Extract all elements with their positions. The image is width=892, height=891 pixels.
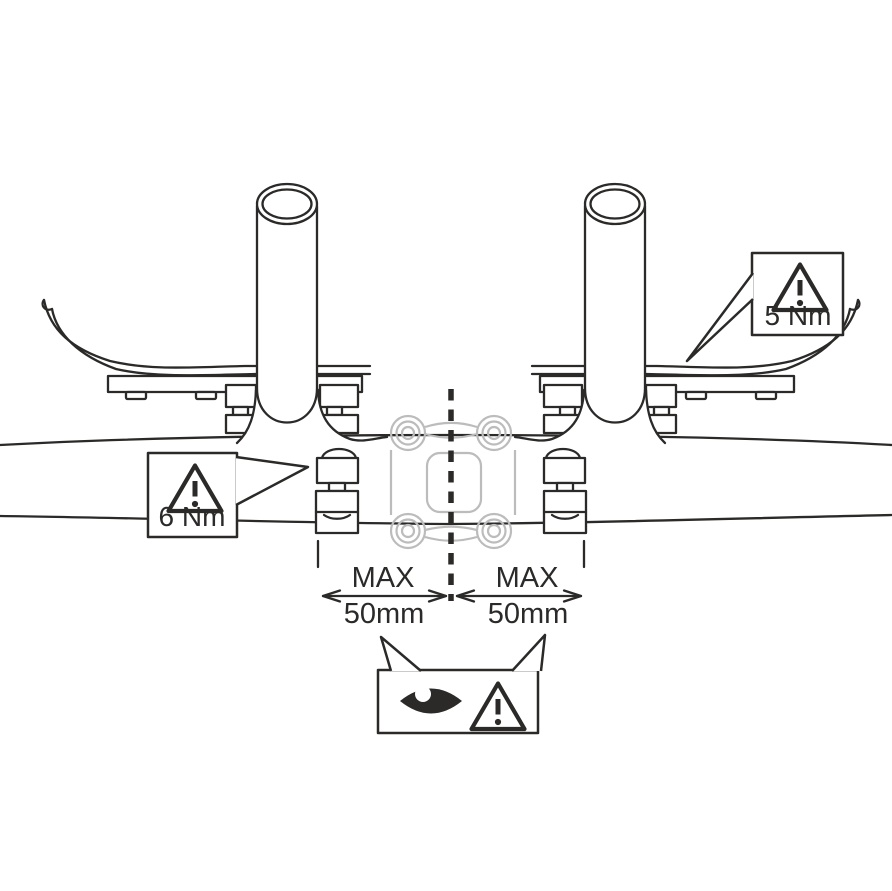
arrowhead-icon [427, 589, 448, 603]
torque-value-5nm: 5 Nm [765, 300, 832, 331]
ghost-bolt-icon [481, 518, 507, 544]
torque-callout-6nm: 6 Nm [146, 451, 310, 539]
aero-bar-assembly-right [513, 182, 861, 569]
max-value-left: 50mm [344, 598, 425, 630]
arrowhead-icon [562, 589, 583, 603]
arrowhead-icon [321, 589, 342, 603]
ghost-bolt-icon [395, 518, 421, 544]
ghost-bolt-icon [395, 420, 421, 446]
eye-icon [400, 686, 462, 714]
callout-pointer [235, 455, 310, 507]
arrowhead-icon [455, 589, 476, 603]
max-label-right: MAX [496, 562, 559, 594]
callout-pointer [379, 635, 422, 672]
callout-pointer [511, 633, 547, 672]
torque-callout-5nm: 5 Nm [685, 251, 845, 363]
ghost-stem-faceplate [389, 414, 517, 550]
torque-value-6nm: 6 Nm [159, 501, 226, 532]
callout-pointer [685, 272, 754, 363]
ghost-bolt-icon [481, 420, 507, 446]
handlebar [0, 433, 892, 526]
max-value-right: 50mm [488, 598, 569, 630]
dimension-arrows [321, 589, 583, 603]
inspect-callout [376, 633, 547, 735]
max-label-left: MAX [352, 562, 415, 594]
